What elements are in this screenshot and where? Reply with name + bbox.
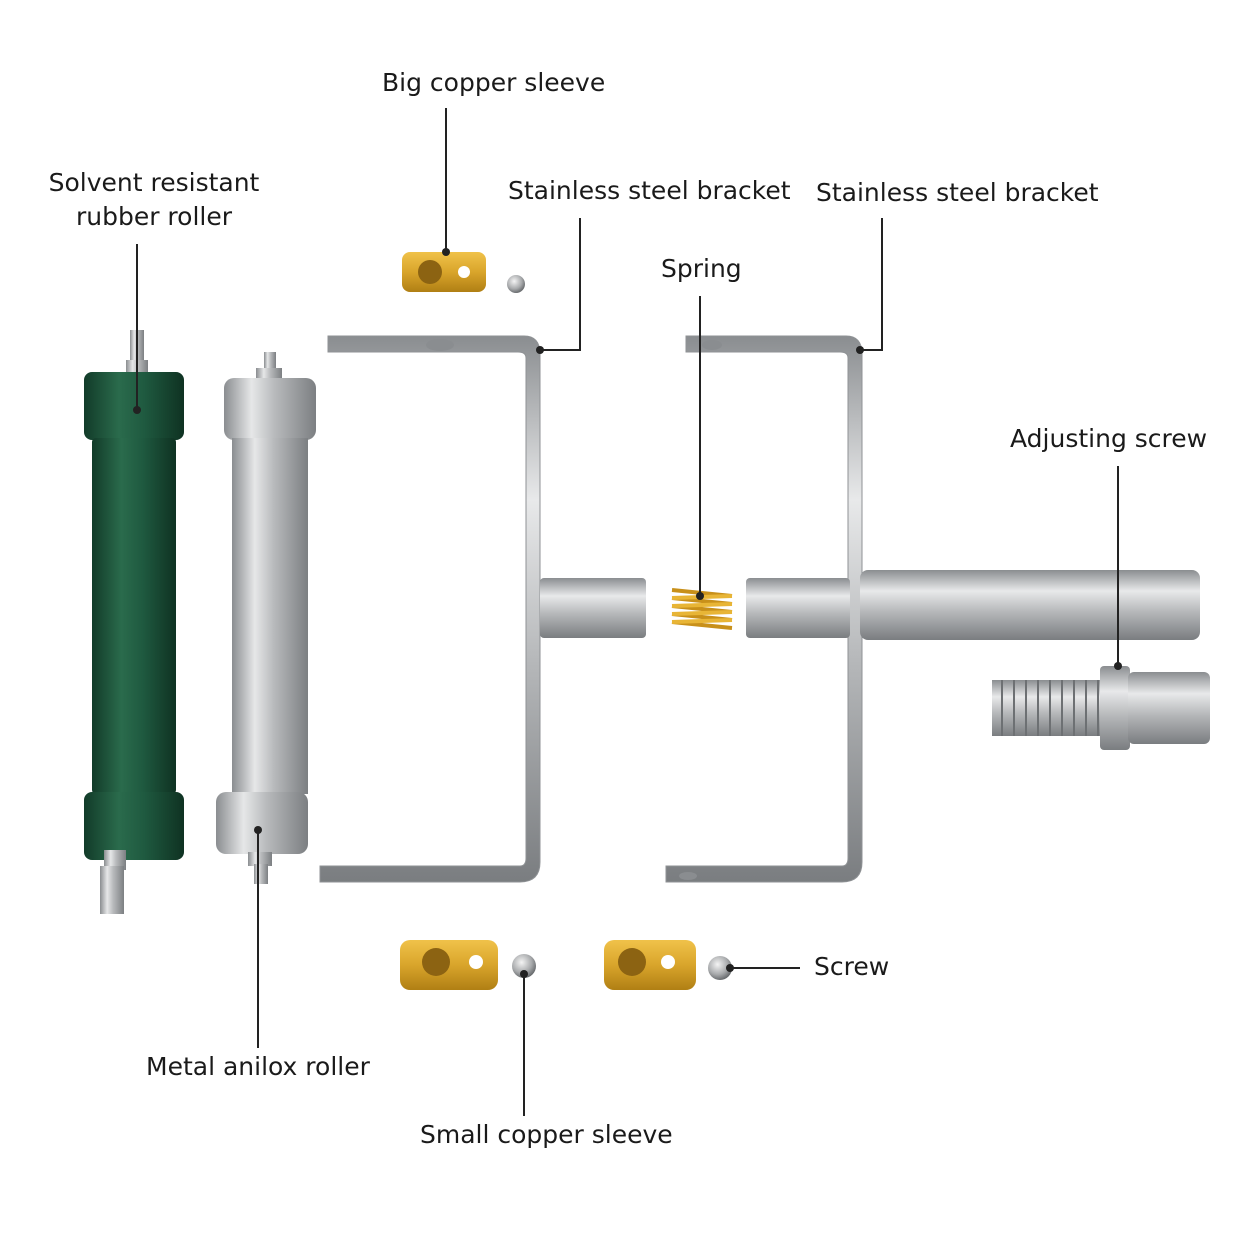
leader-dots: [133, 248, 1122, 978]
label-big-copper-sleeve: Big copper sleeve: [382, 68, 606, 97]
right-bracket-icon: [665, 335, 1200, 883]
small-copper-sleeve-icon: [400, 940, 536, 990]
label-screw: Screw: [814, 952, 890, 981]
leader-bracket-left: [540, 218, 581, 351]
adjusting-screw-icon: [992, 666, 1210, 750]
label-small-copper-sleeve: Small copper sleeve: [420, 1120, 673, 1149]
left-bracket-icon: [319, 335, 646, 883]
rubber-roller-icon: [84, 330, 184, 914]
leader-lines: [136, 108, 1119, 1116]
leader-bracket-right: [860, 218, 883, 351]
label-rubber-roller-line2: rubber roller: [75, 201, 233, 231]
label-rubber-roller: Solvent resistant rubber roller: [30, 166, 278, 234]
label-rubber-roller-line1: Solvent resistant: [48, 168, 260, 197]
label-adjusting-screw: Adjusting screw: [1010, 424, 1208, 453]
label-spring: Spring: [661, 254, 742, 283]
label-metal-anilox-roller: Metal anilox roller: [146, 1052, 370, 1081]
big-copper-sleeve-icon: [402, 252, 525, 293]
label-bracket-left: Stainless steel bracket: [508, 176, 791, 205]
second-copper-sleeve-icon: [604, 940, 732, 990]
anilox-roller-icon: [216, 352, 316, 884]
label-bracket-right: Stainless steel bracket: [816, 178, 1099, 207]
